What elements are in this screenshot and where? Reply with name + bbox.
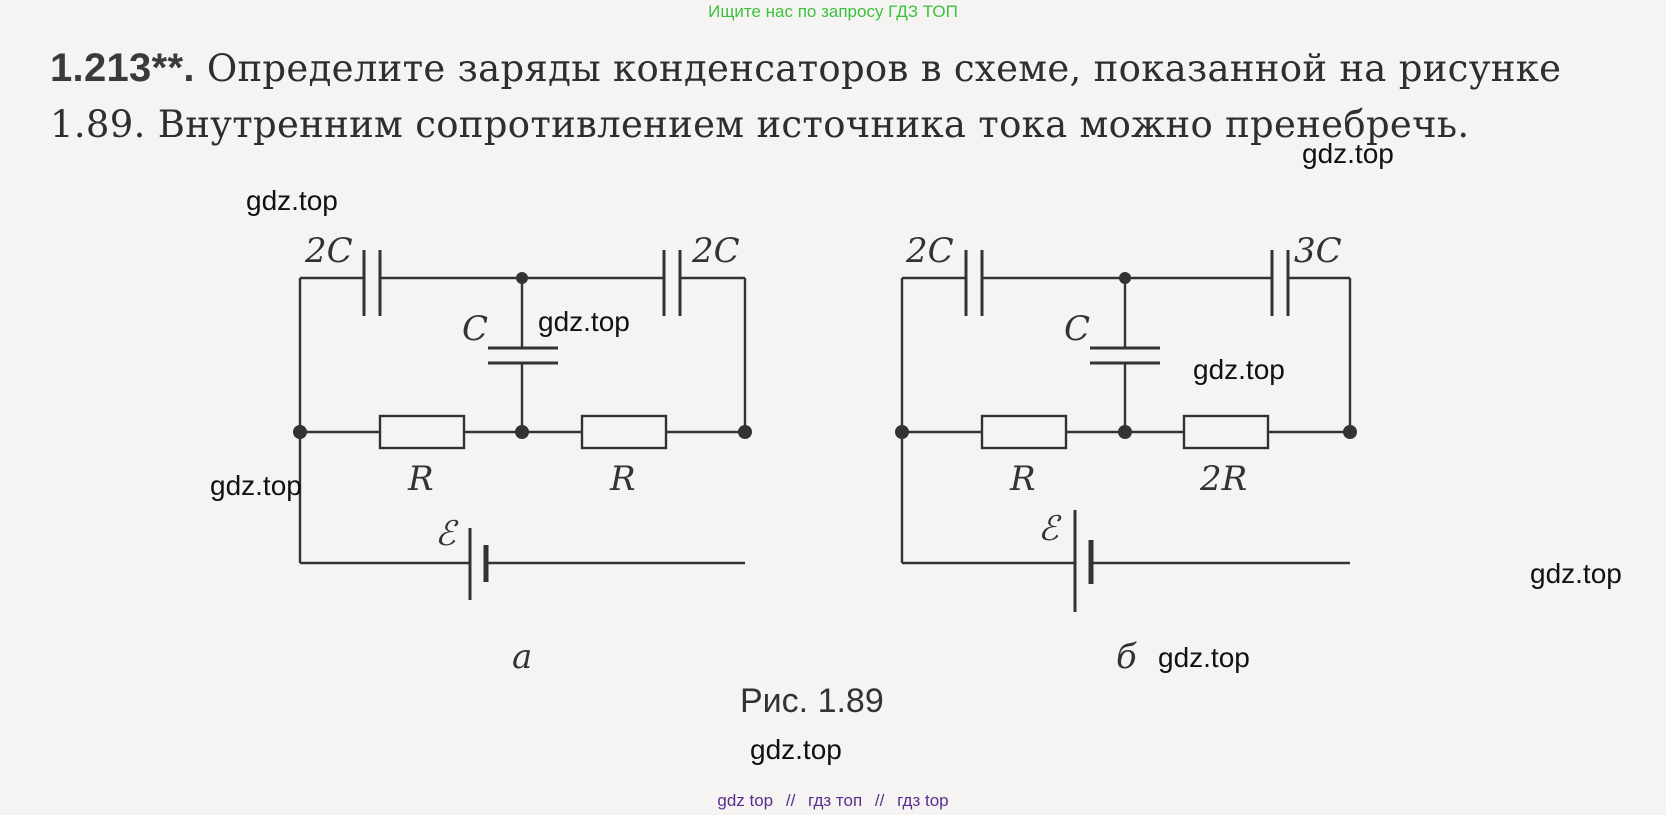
circuit-a-junctions [293, 272, 752, 439]
label-b-c-left: 2C [905, 231, 954, 271]
footer-separator: // [874, 791, 885, 810]
watermark: gdz.top [1302, 138, 1394, 169]
circuit-b-components [964, 250, 1290, 612]
watermark: gdz.top [1158, 642, 1250, 673]
label-a-c-mid: C [462, 309, 488, 349]
label-b-c-right: 3C [1294, 231, 1342, 271]
footer-link-3[interactable]: гдз top [897, 791, 949, 810]
watermark: gdz.top [246, 185, 338, 216]
label-b-r-left: R [1009, 459, 1036, 499]
watermark: gdz.top [210, 470, 302, 501]
label-a-r-right: R [609, 459, 636, 499]
watermark: gdz.top [538, 306, 630, 337]
watermark: gdz.top [1193, 354, 1285, 385]
figure-caption: Рис. 1.89 [740, 682, 884, 720]
label-b-r-right: 2R [1199, 459, 1247, 499]
watermark: gdz.top [1530, 558, 1622, 589]
label-a-emf: ℰ [435, 514, 459, 554]
resistor-b-right [1182, 414, 1270, 450]
footer-links: gdz top // гдз топ // гдз top [0, 791, 1666, 811]
footer-separator: // [785, 791, 796, 810]
label-a-r-left: R [407, 459, 434, 499]
resistor-a-right [580, 414, 668, 450]
label-b-emf: ℰ [1038, 509, 1062, 549]
resistor-a-left [378, 414, 466, 450]
label-a-sub: а [512, 637, 532, 677]
circuit-labels: 2C 2C C R R ℰ а 2C 3C C R 2R ℰ б [304, 231, 1342, 677]
label-a-c-left: 2C [304, 231, 353, 271]
top-banner-link[interactable]: Ищите нас по запросу ГДЗ ТОП [708, 2, 958, 21]
footer-link-1[interactable]: gdz top [717, 791, 774, 810]
watermark: gdz.top [750, 734, 842, 765]
circuit-b-junctions [895, 272, 1357, 439]
circuit-a-wires [298, 276, 747, 565]
label-a-c-right: 2C [691, 231, 740, 271]
circuit-b-wires [900, 276, 1352, 565]
problem-statement: 1.213**. Определите заряды конденсаторов… [50, 40, 1610, 153]
label-b-c-mid: C [1064, 309, 1090, 349]
problem-text: Определите заряды конденсаторов в схеме,… [50, 47, 1562, 146]
circuit-a-resistors [378, 414, 668, 450]
footer-link-2[interactable]: гдз топ [808, 791, 863, 810]
problem-number: 1.213**. [50, 46, 195, 90]
label-b-sub: б [1116, 637, 1137, 677]
resistor-b-left [980, 414, 1068, 450]
circuit-b-resistors [980, 414, 1270, 450]
circuit-a-components [362, 250, 682, 600]
